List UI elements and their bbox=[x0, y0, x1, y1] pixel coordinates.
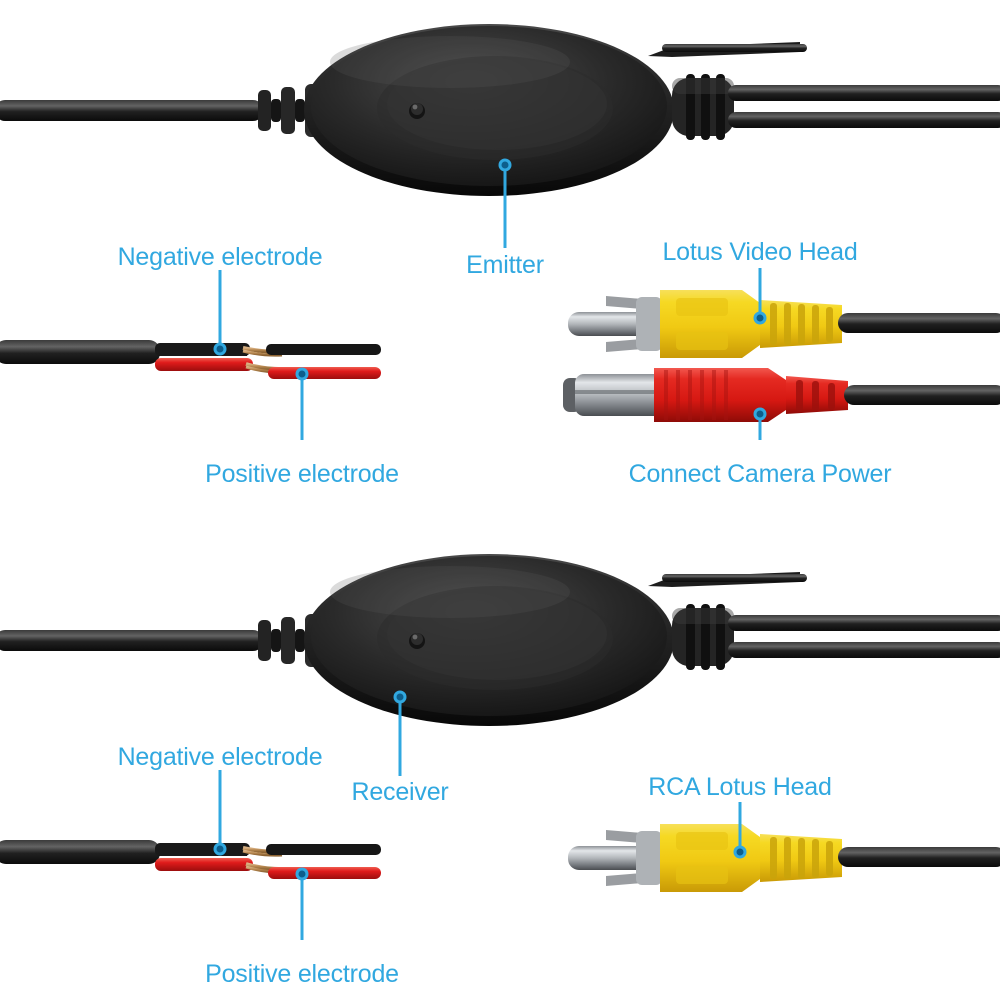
rca-video-plug-yellow bbox=[568, 290, 1000, 358]
callout-dot-icon bbox=[213, 342, 227, 356]
label-positive-electrode-bottom: Positive electrode bbox=[205, 960, 399, 988]
callout-leader-lines bbox=[218, 700, 742, 940]
receiver-panel: Negative electrode Positive electrode Re… bbox=[0, 500, 1000, 1000]
callout-dots bbox=[213, 690, 747, 881]
callout-dot-icon bbox=[498, 158, 512, 172]
callout-leader-lines bbox=[218, 168, 762, 440]
status-led bbox=[409, 103, 425, 119]
power-cable bbox=[0, 630, 263, 651]
strain-relief-right bbox=[672, 74, 734, 140]
emitter-illustration bbox=[0, 24, 1000, 440]
label-receiver: Receiver bbox=[351, 778, 449, 806]
label-rca-lotus-head: RCA Lotus Head bbox=[648, 773, 832, 801]
split-wire-pair bbox=[0, 340, 381, 379]
label-positive-electrode-top: Positive electrode bbox=[205, 460, 399, 488]
label-connect-camera-power: Connect Camera Power bbox=[628, 460, 892, 488]
strain-relief-right bbox=[672, 604, 734, 670]
label-negative-electrode-top: Negative electrode bbox=[117, 243, 323, 271]
label-emitter: Emitter bbox=[466, 251, 544, 279]
receiver-illustration bbox=[0, 554, 1000, 940]
label-negative-electrode-bottom: Negative electrode bbox=[117, 743, 323, 771]
callout-dots bbox=[213, 158, 767, 421]
status-led bbox=[409, 633, 425, 649]
callout-dot-icon bbox=[213, 842, 227, 856]
callout-dot-icon bbox=[295, 367, 309, 381]
callout-dot-icon bbox=[753, 407, 767, 421]
output-cables bbox=[728, 85, 1000, 128]
callout-dot-icon bbox=[753, 311, 767, 325]
rca-video-plug-yellow bbox=[568, 824, 1000, 892]
split-wire-pair bbox=[0, 840, 381, 879]
callout-dot-icon bbox=[295, 867, 309, 881]
output-cables bbox=[728, 615, 1000, 658]
callout-dot-icon bbox=[393, 690, 407, 704]
antenna-wire bbox=[648, 42, 807, 57]
callout-dot-icon bbox=[733, 845, 747, 859]
antenna-wire bbox=[648, 572, 807, 587]
dc-power-plug-red bbox=[563, 368, 1000, 422]
emitter-panel: Negative electrode Positive electrode Em… bbox=[0, 24, 1000, 488]
power-cable bbox=[0, 100, 263, 121]
label-lotus-video-head: Lotus Video Head bbox=[662, 238, 858, 266]
emitter-module-body bbox=[304, 24, 674, 196]
receiver-module-body bbox=[304, 554, 674, 726]
